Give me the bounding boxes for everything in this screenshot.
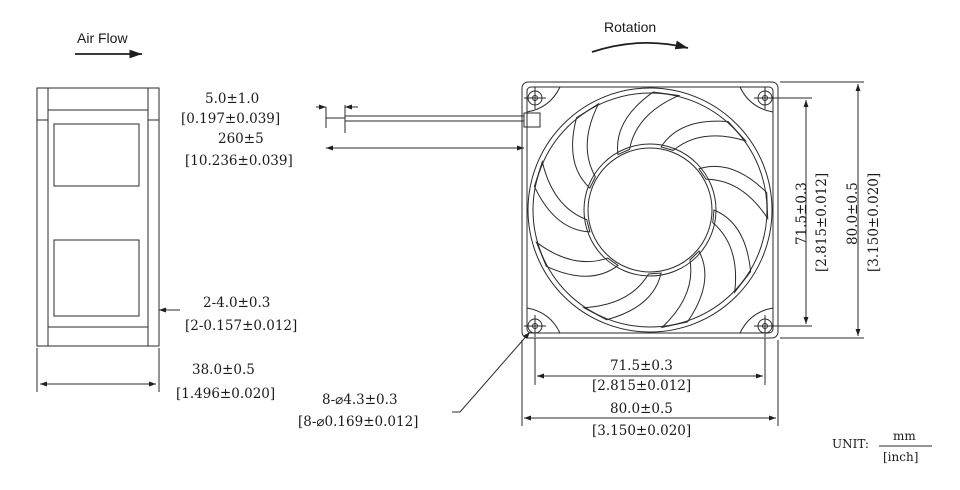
rib-dimension-mm: 2-4.0±0.3 [203,295,270,311]
depth-dimension-inch: [1.496±0.020] [176,386,275,402]
holes-dimension-inch: [8-⌀0.169±0.012] [298,414,418,430]
unit-primary: mm [893,429,916,443]
mounting-hole [524,315,546,337]
unit-label: UNIT: [832,437,869,451]
hole-spacing-h-inch: [2.815±0.012] [592,378,691,394]
fan-blade [535,240,619,277]
unit-secondary: [inch] [883,450,918,464]
lead-wire: 5.0±1.0 [0.197±0.039] 260±5 [10.236±0.03… [181,91,524,169]
fan-blade [581,272,662,321]
hole-spacing-v-inch: [2.815±0.012] [814,173,830,272]
holes-dimension-mm: 8-⌀4.3±0.3 [322,392,398,408]
hole-spacing-v-mm: 71.5±0.3 [794,182,810,245]
fan-blades [533,91,769,329]
mounting-hole [524,87,546,109]
rotation-label: Rotation [604,19,656,35]
fan-hub [583,143,717,277]
lead-length-inch: [10.236±0.039] [185,153,293,169]
fan-blade [660,250,706,329]
frame-v-inch: [3.150±0.020] [866,173,882,272]
fan-blade [533,159,591,233]
rotation-arrow [591,40,689,53]
frame-v-mm: 80.0±0.5 [845,182,861,245]
fan-blade [572,102,600,189]
side-blade-upper [53,123,140,187]
fan-blade [617,91,681,156]
fan-blade [660,120,748,151]
depth-dimension-mm: 38.0±0.5 [192,362,255,378]
side-view: Air Flow 2-4.0±0.3 [2-0.157±0.012] 38.0±… [36,30,297,402]
frame-h-mm: 80.0±0.5 [610,401,673,417]
side-housing [36,87,160,347]
front-view: Rotation [298,19,882,439]
fan-blade [698,165,769,221]
fan-venturi [527,87,773,333]
wire-strip-inch: [0.197±0.039] [181,111,280,127]
wire-strip-mm: 5.0±1.0 [205,91,259,107]
fan-blade [712,209,752,294]
frame-h-inch: [3.150±0.020] [592,423,691,439]
side-blade-lower [53,239,140,317]
fan-frame [521,81,779,339]
lead-length-mm: 260±5 [218,131,264,147]
air-flow-label: Air Flow [77,30,128,46]
rib-dimension-inch: [2-0.157±0.012] [185,318,297,334]
hole-spacing-h-mm: 71.5±0.3 [610,358,673,374]
unit-legend: UNIT: mm [inch] [832,429,932,464]
